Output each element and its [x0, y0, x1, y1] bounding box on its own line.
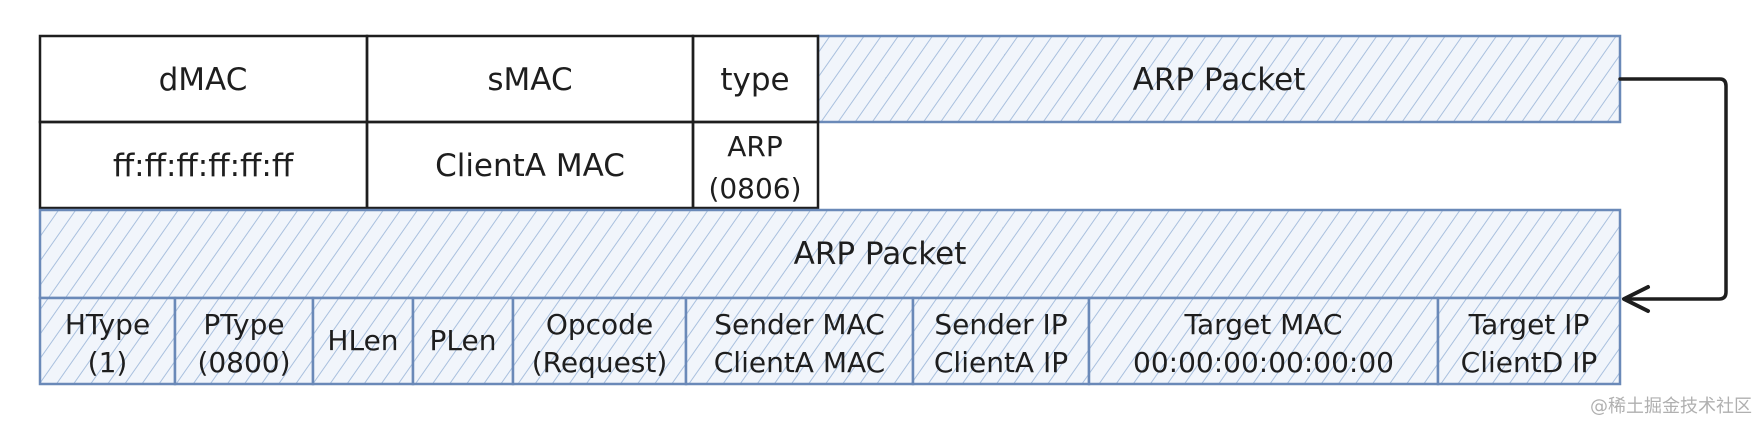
arp-field-name: Sender IP [934, 308, 1067, 341]
arp-field-cell [1087, 296, 1440, 386]
dmac-label: dMAC [159, 62, 248, 98]
arp-field-name: HType [65, 308, 150, 341]
arp-field-sender-mac: Sender MAC ClientA MAC [684, 296, 915, 386]
type-label: type [720, 62, 789, 98]
arp-field-value: (Request) [532, 346, 668, 379]
watermark: @稀土掘金技术社区 [1590, 396, 1752, 417]
type-value-line1: ARP [727, 130, 783, 163]
arp-field-cell [511, 296, 688, 386]
arp-field-cell [173, 296, 315, 386]
ethernet-frame: dMAC sMAC type ARP Packet ff:ff:ff:ff:ff… [38, 34, 1622, 210]
arp-field-name: PType [203, 308, 284, 341]
payload-label: ARP Packet [1133, 62, 1306, 98]
arp-field-hlen: HLen [311, 296, 415, 386]
dmac-value: ff:ff:ff:ff:ff:ff [113, 148, 294, 184]
arp-field-plen: PLen [411, 296, 515, 386]
arp-field-name: Target IP [1468, 308, 1590, 341]
payload-cell [816, 34, 1622, 124]
arp-field-cell [684, 296, 915, 386]
arp-field-value: ClientA IP [934, 346, 1068, 379]
arp-field-cell [1436, 296, 1622, 386]
arp-field-opcode: Opcode (Request) [511, 296, 688, 386]
arp-field-htype: HType (1) [38, 296, 177, 386]
arp-field-target-ip: Target IP ClientD IP [1436, 296, 1622, 386]
arp-field-sender-ip: Sender IP ClientA IP [911, 296, 1091, 386]
arp-field-value: 00:00:00:00:00:00 [1133, 346, 1394, 379]
arp-field-cell [911, 296, 1091, 386]
arp-field-name: Target MAC [1184, 308, 1343, 341]
arp-field-cells: HType (1) PType (0800) HLen PLen Opcode (Reques… [38, 296, 1622, 386]
arp-field-value: ClientA MAC [714, 346, 886, 379]
smac-label: sMAC [487, 62, 572, 98]
expand-arrow [1618, 77, 1728, 313]
arp-field-cell [311, 296, 415, 386]
arp-field-value: ClientD IP [1461, 346, 1598, 379]
arp-field-value: (1) [88, 346, 128, 379]
arp-field-name: Opcode [546, 308, 653, 341]
arp-field-name: PLen [430, 324, 497, 357]
arp-field-cell [38, 296, 177, 386]
type-value-cell [691, 120, 820, 210]
arp-field-value: (0800) [197, 346, 290, 379]
arp-field-name: HLen [327, 324, 398, 357]
arrow-head-icon [1622, 285, 1650, 313]
arp-packet: ARP Packet HType (1) PType (0800) HLen PLen Op… [38, 208, 1622, 386]
smac-value: ClientA MAC [435, 148, 625, 184]
arp-field-target-mac: Target MAC 00:00:00:00:00:00 [1087, 296, 1440, 386]
arp-field-name: Sender MAC [714, 308, 885, 341]
arp-field-ptype: PType (0800) [173, 296, 315, 386]
arp-field-cell [411, 296, 515, 386]
type-value-line2: (0806) [708, 172, 801, 205]
arp-packet-title: ARP Packet [794, 236, 967, 272]
